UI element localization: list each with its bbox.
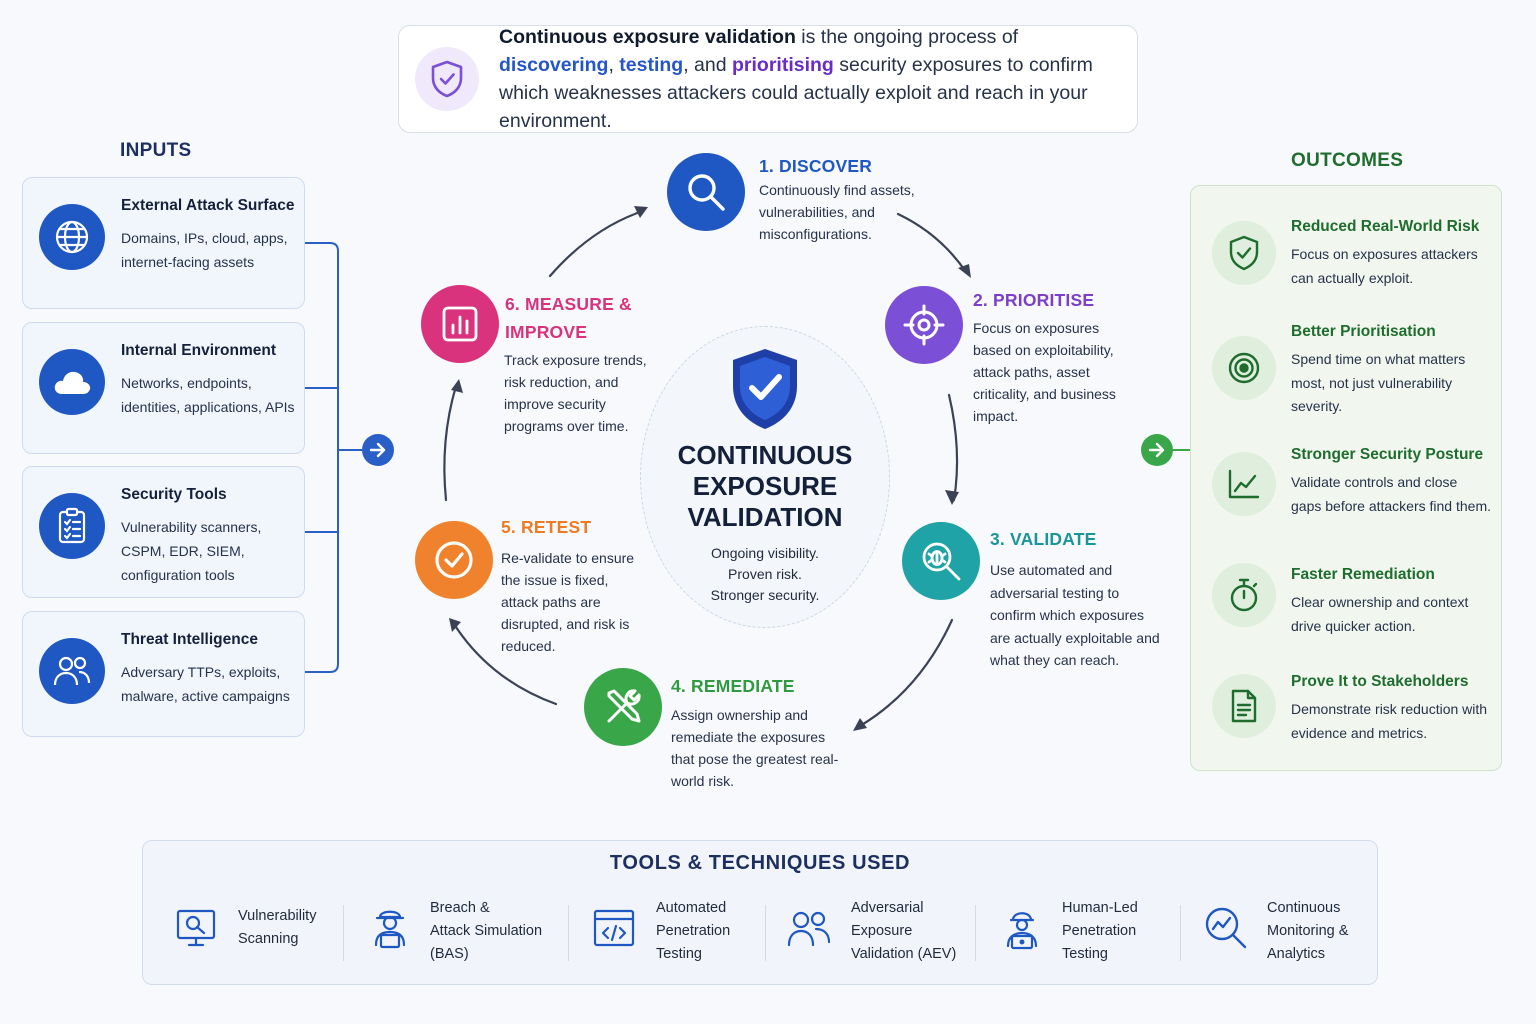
check-circle-icon (415, 521, 493, 599)
shield-check-icon (1212, 221, 1276, 285)
step-desc-validate: Use automated and adversarial testing to… (990, 562, 1160, 668)
outcomes-heading: OUTCOMES (1291, 150, 1404, 171)
document-icon (1212, 674, 1276, 738)
hacker-icon (366, 903, 414, 953)
tools-panel (142, 840, 1378, 985)
users-icon (39, 638, 105, 704)
step-title-prioritise: 2. PRIORITISE (973, 290, 1095, 310)
input-card-threat-intel: Threat Intelligence Adversary TTPs, expl… (22, 611, 305, 737)
target-icon (1212, 336, 1276, 400)
magnifier-icon (667, 153, 745, 231)
clipboard-icon (39, 493, 105, 559)
center-subtitle: Ongoing visibility. Proven risk. Stronge… (710, 545, 820, 603)
divider (765, 905, 766, 961)
step-title-remediate: 4. REMEDIATE (671, 676, 795, 696)
step-title-retest: 5. RETEST (501, 517, 592, 537)
globe-icon (39, 204, 105, 270)
outcome-title: Prove It to Stakeholders (1291, 673, 1469, 690)
monitor-scan-icon (172, 903, 220, 953)
analyst-icon (998, 903, 1046, 953)
stopwatch-icon (1212, 563, 1276, 627)
outcome-title: Stronger Security Posture (1291, 446, 1484, 463)
bug-search-icon (902, 522, 980, 600)
outcome-title: Reduced Real-World Risk (1291, 218, 1480, 235)
step-title-discover: 1. DISCOVER (759, 156, 873, 176)
divider (975, 905, 976, 961)
outcome-title: Faster Remediation (1291, 566, 1435, 583)
inputs-arrow-icon (362, 434, 394, 466)
input-desc: Vulnerability scanners, CSPM, EDR, SIEM,… (121, 519, 262, 583)
bar-chart-icon (421, 285, 499, 363)
input-desc: Networks, endpoints, identities, applica… (121, 375, 295, 415)
input-desc: Adversary TTPs, exploits, malware, activ… (121, 664, 290, 704)
divider (1180, 905, 1181, 961)
input-title: External Attack Surface (121, 197, 295, 214)
outcome-desc: Validate controls and close gaps before … (1291, 474, 1491, 514)
outcome-title: Better Prioritisation (1291, 323, 1436, 340)
step-desc-prioritise: Focus on exposures based on exploitabili… (973, 320, 1116, 424)
input-desc: Domains, IPs, cloud, apps, internet-faci… (121, 230, 288, 270)
code-window-icon (590, 903, 638, 953)
shield-check-icon (415, 47, 479, 111)
input-title: Threat Intelligence (121, 631, 258, 648)
step-desc-discover: Continuously find assets, vulnerabilitie… (759, 182, 915, 242)
outcome-desc: Clear ownership and context drive quicke… (1291, 594, 1469, 634)
step-title-measure: 6. MEASURE & IMPROVE (505, 294, 632, 342)
outcome-desc: Spend time on what matters most, not jus… (1291, 351, 1466, 414)
input-title: Internal Environment (121, 342, 277, 359)
tool-label: Breach &Attack Simulation(BAS) (430, 900, 543, 962)
people-icon (785, 903, 833, 953)
trend-chart-icon (1212, 452, 1276, 516)
input-title: Security Tools (121, 486, 227, 503)
crosshair-icon (885, 286, 963, 364)
input-card-internal: Internal Environment Networks, endpoints… (22, 322, 305, 454)
divider (343, 905, 344, 961)
tools-heading: TOOLS & TECHNIQUES USED (609, 852, 911, 874)
step-desc-remediate: Assign ownership and remediate the expos… (671, 707, 839, 789)
analytics-search-icon (1202, 903, 1250, 953)
input-card-tools: Security Tools Vulnerability scanners, C… (22, 466, 305, 598)
outcome-desc: Demonstrate risk reduction with evidence… (1291, 701, 1488, 741)
input-card-external: External Attack Surface Domains, IPs, cl… (22, 177, 305, 309)
definition-text: Continuous exposure validation is the on… (499, 26, 1093, 132)
center-title: CONTINUOUS EXPOSURE VALIDATION (677, 440, 853, 532)
outcomes-arrow-icon (1141, 434, 1173, 466)
definition-box: Continuous exposure validation is the on… (398, 25, 1138, 133)
step-desc-retest: Re-validate to ensure the issue is fixed… (501, 550, 635, 654)
cloud-icon (39, 349, 105, 415)
outcome-desc: Focus on exposures attackers can actuall… (1291, 246, 1478, 286)
step-desc-measure: Track exposure trends, risk reduction, a… (504, 352, 647, 434)
inputs-heading: INPUTS (120, 140, 192, 161)
tools-icon (584, 668, 662, 746)
center-shield-icon (729, 346, 801, 437)
step-title-validate: 3. VALIDATE (990, 529, 1097, 549)
divider (568, 905, 569, 961)
